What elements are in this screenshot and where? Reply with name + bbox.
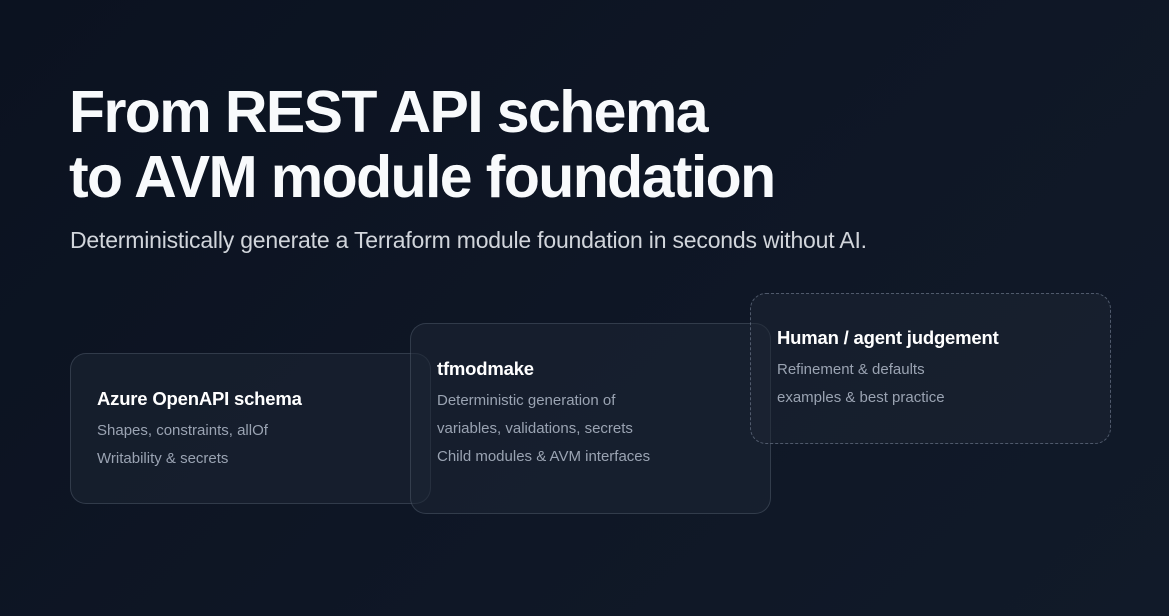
card-line: variables, validations, secrets — [437, 420, 633, 437]
card-line: examples & best practice — [777, 389, 945, 406]
card-line: Refinement & defaults — [777, 361, 925, 378]
title-line-2: to AVM module foundation — [69, 144, 776, 210]
card-line: Child modules & AVM interfaces — [437, 448, 651, 465]
title-line-1: From REST API schema — [69, 79, 709, 145]
card-title: Azure OpenAPI schema — [97, 388, 302, 409]
card-azure-openapi-schema: Azure OpenAPI schema Shapes, constraints… — [70, 353, 431, 504]
card-title: tfmodmake — [437, 358, 534, 379]
card-tfmodmake: tfmodmake Deterministic generation of va… — [410, 323, 771, 514]
page-subtitle: Deterministically generate a Terraform m… — [70, 227, 867, 253]
card-title: Human / agent judgement — [777, 327, 999, 348]
card-line: Deterministic generation of — [437, 392, 616, 409]
card-line: Writability & secrets — [97, 450, 229, 467]
card-human-agent-judgement: Human / agent judgement Refinement & def… — [750, 293, 1111, 444]
page-title: From REST API schema to AVM module found… — [69, 79, 776, 210]
card-line: Shapes, constraints, allOf — [97, 422, 268, 439]
